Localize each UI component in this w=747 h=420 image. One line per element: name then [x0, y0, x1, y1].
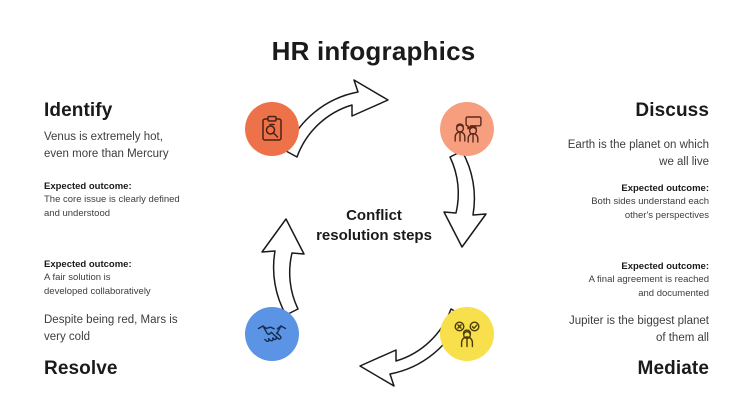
- center-caption-line1: Conflict: [346, 207, 402, 224]
- step-description-text: Earth is the planet on which we all live: [567, 139, 709, 168]
- step-description-discuss: Earth is the planet on which we all live: [504, 137, 709, 170]
- clipboard-magnifier-icon: [258, 115, 286, 143]
- step-outcome-identify: Expected outcome: The core issue is clea…: [44, 180, 249, 220]
- step-title-text: Resolve: [44, 358, 118, 379]
- step-description-text: Venus is extremely hot, even more than M…: [44, 131, 169, 160]
- cycle-ring-arrows: [261, 79, 487, 387]
- outcome-label: Expected outcome:: [621, 183, 709, 194]
- arrow-identify-to-discuss: [285, 79, 389, 158]
- arrow-discuss-to-mediate: [443, 150, 487, 248]
- arrow-resolve-to-identify: [261, 218, 305, 316]
- step-title-discuss: Discuss: [504, 100, 709, 123]
- outcome-text: Both sides understand each other's persp…: [591, 196, 709, 221]
- node-resolve[interactable]: [245, 307, 299, 361]
- step-title-identify: Identify: [44, 100, 249, 123]
- step-outcome-resolve: Expected outcome: A fair solution is dev…: [44, 258, 249, 298]
- outcome-text: The core issue is clearly defined and un…: [44, 194, 180, 219]
- outcome-text: A fair solution is developed collaborati…: [44, 272, 151, 297]
- outcome-label: Expected outcome:: [621, 261, 709, 272]
- step-title-mediate: Mediate: [504, 358, 709, 381]
- handshake-icon: [257, 321, 287, 347]
- outcome-label: Expected outcome:: [44, 259, 132, 270]
- node-identify[interactable]: [245, 102, 299, 156]
- mediator-person-check-cross-icon: [452, 320, 482, 348]
- cycle-diagram: [248, 78, 500, 388]
- step-description-text: Despite being red, Mars is very cold: [44, 314, 178, 343]
- step-title-text: Identify: [44, 100, 113, 121]
- step-description-resolve: Despite being red, Mars is very cold: [44, 312, 249, 345]
- outcome-label: Expected outcome:: [44, 181, 132, 192]
- step-description-identify: Venus is extremely hot, even more than M…: [44, 129, 249, 162]
- step-outcome-mediate: Expected outcome: A final agreement is r…: [504, 260, 709, 300]
- node-mediate[interactable]: [440, 307, 494, 361]
- step-title-text: Mediate: [637, 358, 709, 379]
- two-people-speech-bubble-icon: [452, 115, 482, 143]
- page-title: HR infographics: [271, 36, 476, 66]
- step-title-resolve: Resolve: [44, 358, 249, 381]
- node-discuss[interactable]: [440, 102, 494, 156]
- outcome-text: A final agreement is reached and documen…: [588, 274, 709, 299]
- step-title-text: Discuss: [635, 100, 709, 121]
- center-caption: Conflict resolution steps: [286, 206, 462, 247]
- step-outcome-discuss: Expected outcome: Both sides understand …: [504, 182, 709, 222]
- step-description-mediate: Jupiter is the biggest planet of them al…: [504, 313, 709, 346]
- step-description-text: Jupiter is the biggest planet of them al…: [568, 315, 709, 344]
- center-caption-line2: resolution steps: [316, 227, 432, 245]
